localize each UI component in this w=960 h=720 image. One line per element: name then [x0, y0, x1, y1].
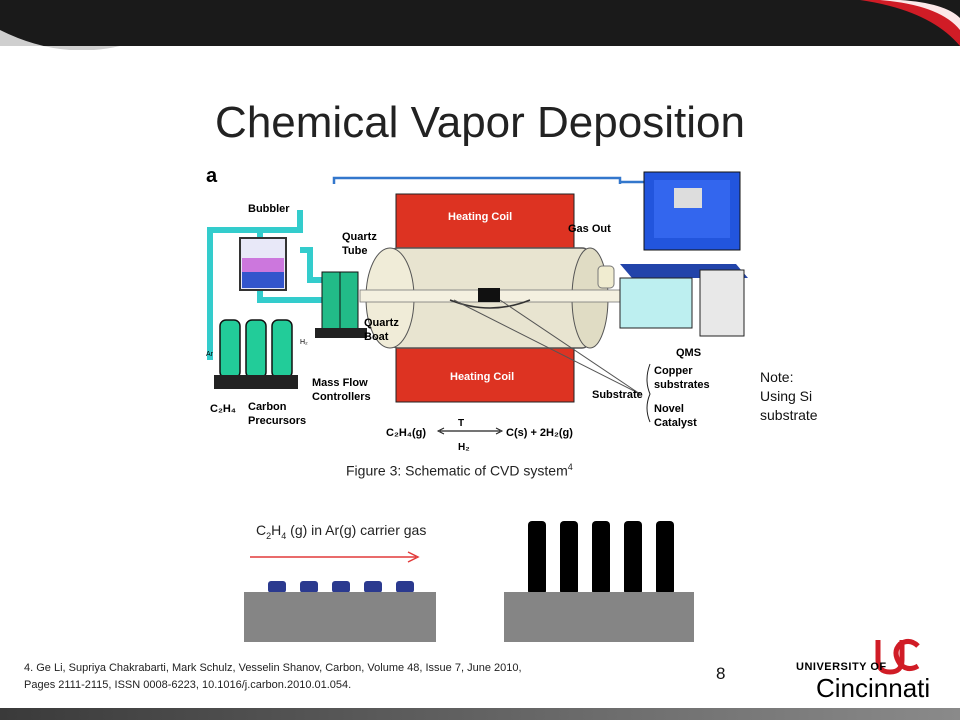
figure-caption: Figure 3: Schematic of CVD system4 [346, 462, 573, 479]
nanotube [560, 521, 578, 595]
growth-illustration [244, 521, 694, 642]
gas-cylinder [219, 319, 241, 379]
slide-title: Chemical Vapor Deposition [215, 98, 745, 147]
page-number: 8 [716, 664, 726, 683]
reference-citation: 4. Ge Li, Supriya Chakrabarti, Mark Schu… [24, 662, 522, 691]
svg-text:H₂: H₂ [458, 442, 470, 453]
svg-text:Carbon: Carbon [248, 401, 287, 413]
panel-label: a [206, 165, 218, 187]
catalyst-particle [300, 581, 318, 593]
qms-unit [619, 277, 693, 329]
nanotube [624, 521, 642, 595]
cvd-schematic: a Bubbler Ar H₂ C₂H₄ Carbon Precursors M… [206, 165, 748, 453]
svg-text:Heating Coil: Heating Coil [448, 211, 512, 223]
catalyst-particle [396, 581, 414, 593]
svg-text:H₂: H₂ [300, 339, 308, 346]
substrate-after [504, 592, 694, 642]
svg-text:C₂H₄: C₂H₄ [210, 403, 236, 415]
substrate-block [478, 288, 500, 302]
logo-cincinnati: Cincinnati [816, 673, 931, 703]
nanotube [528, 521, 546, 595]
reaction-products: C(s) + 2H₂(g) [506, 427, 573, 439]
catalyst-particle [364, 581, 382, 593]
catalyst-particle [332, 581, 350, 593]
heating-coil-bottom [395, 345, 575, 403]
svg-text:Heating Coil: Heating Coil [450, 371, 514, 383]
catalyst-particle [268, 581, 286, 593]
note-text: Note: Using Si substrate [760, 369, 818, 423]
mass-flow-controller [321, 271, 341, 335]
svg-text:Tube: Tube [342, 245, 367, 257]
svg-text:QMS: QMS [676, 347, 701, 359]
svg-text:T: T [458, 418, 464, 429]
svg-text:Mass Flow: Mass Flow [312, 377, 368, 389]
substrate-before [244, 592, 436, 642]
bubbler-label: Bubbler [248, 203, 290, 215]
bottom-bar [0, 708, 960, 720]
top-banner [0, 0, 960, 50]
quartz-boat [449, 299, 531, 309]
gas-cylinder [245, 319, 267, 379]
svg-text:Controllers: Controllers [312, 391, 371, 403]
svg-text:Ar: Ar [206, 351, 214, 358]
svg-text:Substrate: Substrate [592, 389, 643, 401]
gas-cylinder [271, 319, 293, 379]
svg-text:Quartz: Quartz [342, 231, 377, 243]
carrier-gas-label: C2H4 (g) in Ar(g) carrier gas [256, 522, 427, 541]
svg-text:Catalyst: Catalyst [654, 417, 697, 429]
svg-text:Novel: Novel [654, 403, 684, 415]
svg-text:substrates: substrates [654, 379, 710, 391]
svg-text:Gas Out: Gas Out [568, 223, 611, 235]
svg-text:Quartz: Quartz [364, 317, 399, 329]
nanotube [592, 521, 610, 595]
uc-logo-icon [875, 638, 920, 675]
logo-university-of: UNIVERSITY OF [796, 661, 887, 673]
heating-coil-top [395, 193, 575, 251]
reaction-reactant: C₂H₄(g) [386, 427, 426, 439]
svg-text:Copper: Copper [654, 365, 693, 377]
nanotube [656, 521, 674, 595]
svg-text:Boat: Boat [364, 331, 389, 343]
svg-text:Precursors: Precursors [248, 415, 306, 427]
computer-case [699, 269, 745, 337]
